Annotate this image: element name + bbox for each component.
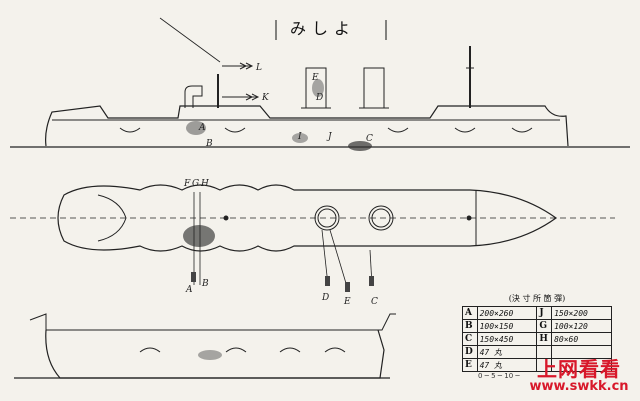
key-cell: A	[462, 306, 478, 320]
label-I: I	[297, 132, 302, 142]
key-cell: E	[462, 358, 478, 372]
value-cell: 80×60	[551, 332, 612, 346]
plan-view	[10, 184, 615, 292]
label-E-plan: E	[343, 297, 351, 307]
key-cell: G	[536, 319, 553, 333]
value-cell: 200×260	[476, 306, 538, 320]
table-row: B 100×150 G 100×120	[462, 319, 612, 333]
key-cell: C	[462, 332, 478, 346]
value-cell: 150×450	[476, 332, 538, 346]
table-row: E 47 丸	[462, 358, 612, 372]
legend-table: A 200×260 J 150×200 B 100×150 G 100×120 …	[462, 306, 612, 372]
key-cell: J	[536, 306, 553, 320]
scale-bar: 0 ─ 5 ─ 10 ─	[478, 372, 520, 380]
label-E: E	[311, 73, 319, 83]
label-K: K	[261, 93, 270, 103]
diagram-title: みしよ	[290, 19, 356, 38]
label-J: J	[326, 132, 333, 142]
table-heading: (決 寸 所 箇 彈)	[508, 294, 566, 303]
label-G: G	[192, 179, 199, 189]
value-cell: 100×150	[476, 319, 538, 333]
label-L: L	[255, 63, 262, 73]
table-row: C 150×450 H 80×60	[462, 332, 612, 346]
label-A: A	[198, 123, 206, 133]
profile-view	[10, 17, 630, 151]
key-cell: B	[462, 319, 478, 333]
label-F: F	[183, 179, 191, 189]
plan-labels: F G H A B D E C	[183, 179, 378, 307]
lower-section-view	[14, 313, 396, 379]
value-cell: 100×120	[551, 319, 612, 333]
watermark-text: 上网看看	[537, 357, 621, 381]
shell-hole-size-table: (決 寸 所 箇 彈) A 200×260 J 150×200 B 100×15…	[462, 293, 612, 372]
watermark-url: www.swkk.cn	[529, 379, 629, 394]
value-cell: 150×200	[551, 306, 612, 320]
profile-labels: L K E D A B I J C	[198, 63, 373, 149]
label-A-plan: A	[185, 285, 193, 295]
key-cell: H	[536, 332, 553, 346]
label-B-plan: B	[201, 279, 209, 289]
watermark: 上网看看 www.swkk.cn	[520, 358, 638, 394]
table-row: A 200×260 J 150×200	[462, 306, 612, 320]
value-cell: 47 丸	[476, 358, 538, 372]
label-C: C	[366, 134, 373, 144]
label-D-plan: D	[321, 293, 329, 303]
key-cell: D	[462, 345, 478, 359]
label-B: B	[205, 139, 213, 149]
value-cell: 47 丸	[476, 345, 538, 359]
value-cell	[551, 358, 612, 372]
label-C-plan: C	[371, 297, 378, 307]
label-D: D	[315, 93, 323, 103]
label-H: H	[200, 179, 209, 189]
